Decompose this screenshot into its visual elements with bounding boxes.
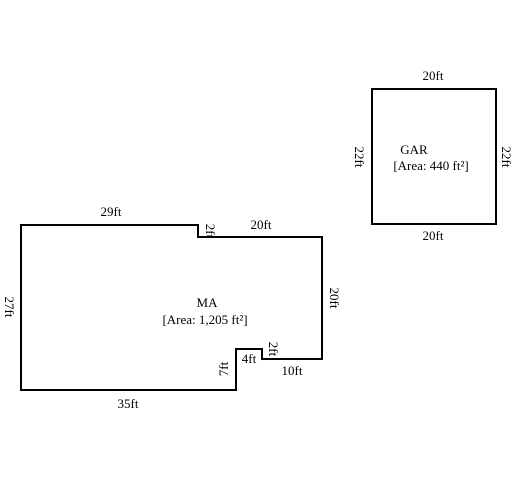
main-area-outline — [20, 224, 323, 391]
main-dim-top-left: 29ft — [101, 204, 122, 219]
garage-dim-right: 22ft — [499, 147, 514, 168]
main-dim-bottom-right: 10ft — [282, 363, 303, 378]
garage-dim-top: 20ft — [423, 68, 444, 83]
main-dim-step-right: 2ft — [266, 342, 281, 357]
main-dim-right: 20ft — [327, 288, 342, 309]
garage-area-size: [Area: 440 ft²] — [393, 158, 468, 173]
main-dim-step-bottom: 4ft — [242, 351, 257, 366]
main-dim-bottom: 35ft — [118, 396, 139, 411]
main-dim-top-right: 20ft — [251, 217, 272, 232]
main-dim-notch-top: 2ft — [203, 224, 218, 239]
main-dim-left: 27ft — [2, 297, 17, 318]
main-area-name: MA — [197, 295, 219, 310]
garage-outline — [371, 88, 497, 225]
garage-name: GAR — [400, 142, 428, 157]
garage-dim-bottom: 20ft — [423, 228, 444, 243]
main-dim-step-left: 7ft — [216, 361, 231, 376]
main-area-size: [Area: 1,205 ft²] — [162, 312, 247, 327]
garage-dim-left: 22ft — [352, 147, 367, 168]
